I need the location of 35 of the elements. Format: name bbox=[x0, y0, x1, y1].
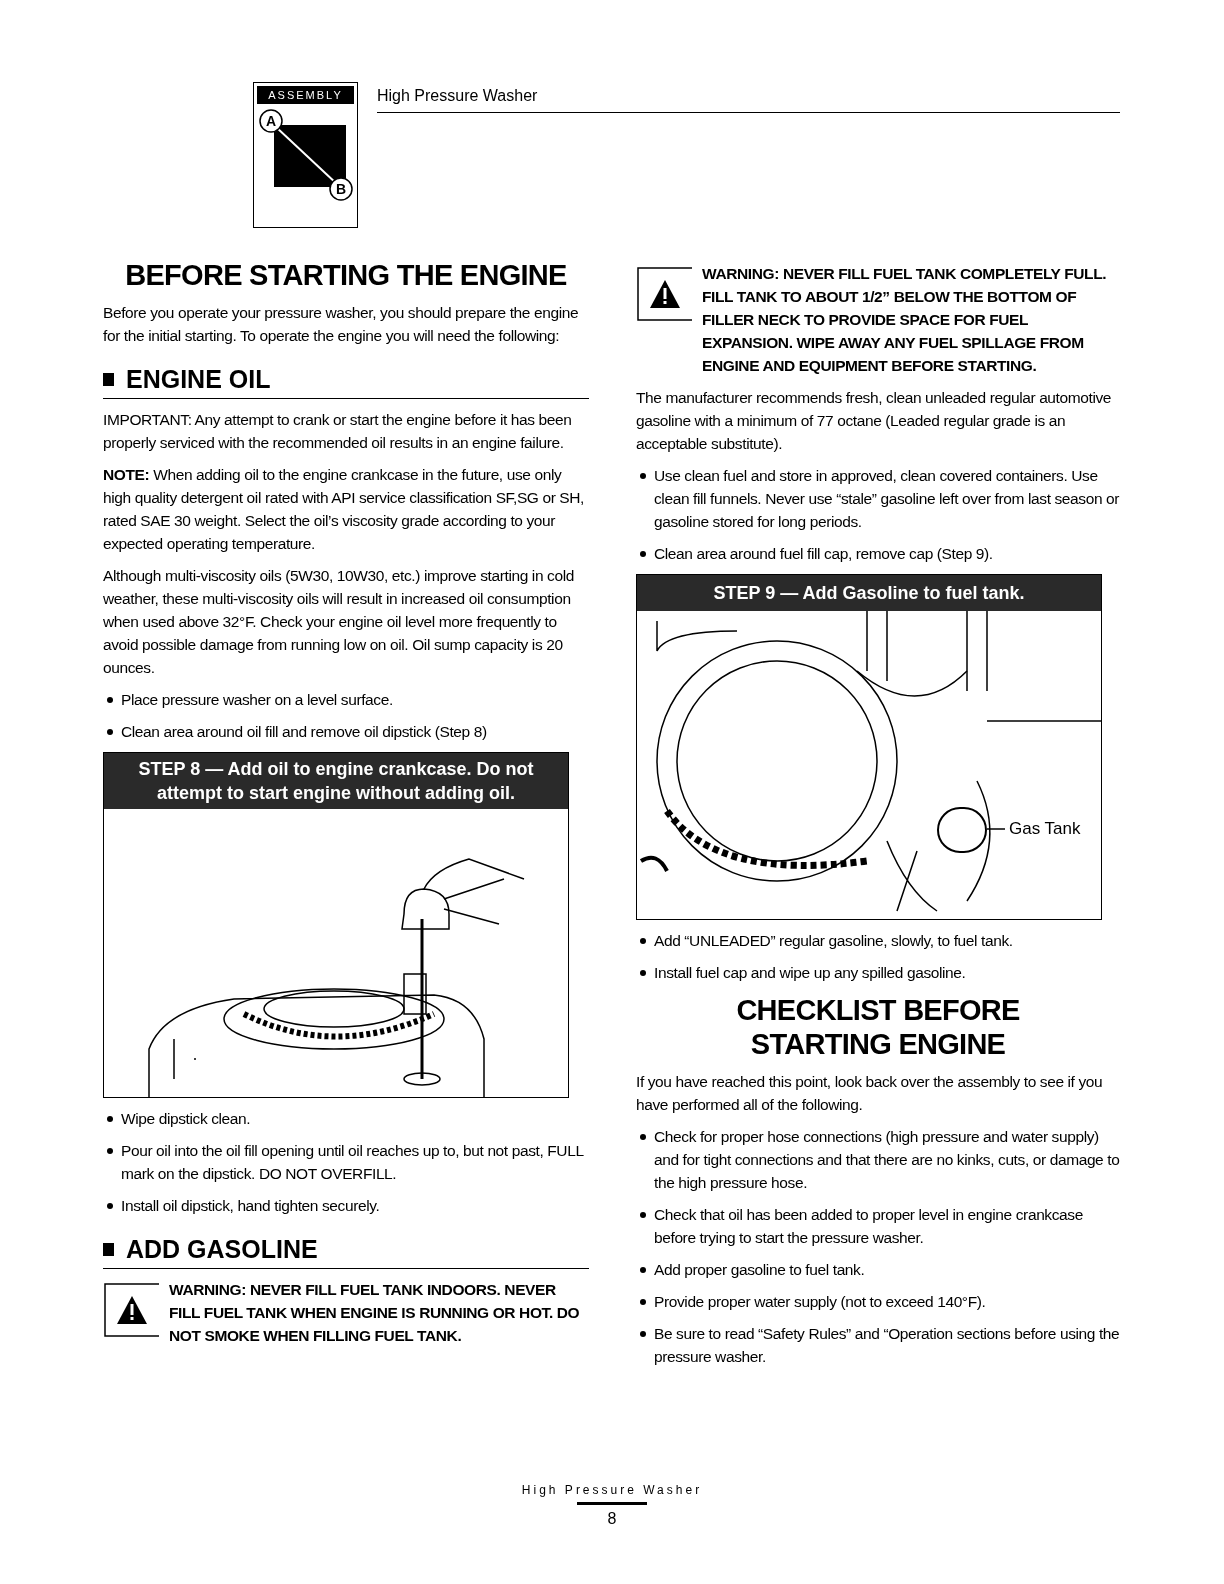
bullet-text: Install fuel cap and wipe up any spilled gasoline. bbox=[654, 963, 966, 983]
subsection-heading: ENGINE OIL bbox=[126, 364, 271, 394]
paragraph: Although multi-viscosity oils (5W30, 10W30, etc.) improve starting in cold weather, these multi-viscosity oils will result in increased oil consumption when used above 32°F. Check your engine oil level more frequently to avoid possible damage from running low on oil. Oil sump capacity is 20 ounces. bbox=[103, 566, 575, 678]
leader-line bbox=[986, 828, 1006, 830]
paragraph: The manufacturer recommends fresh, clean unleaded regular automotive gasoline with a minimum of 77 octane (Leaded regular grade is an acceptable substitute). bbox=[636, 388, 1113, 454]
paragraph: Before you operate your pressure washer, you should prepare the engine for the initial starting. To operate the engine you will need the following: bbox=[103, 303, 580, 346]
fuel-tank-cap bbox=[937, 807, 987, 853]
bullet-text: Pour oil into the oil fill opening until oil reaches up to, but not past, FULL mark on the dipstick. DO NOT OVERFILL. bbox=[121, 1141, 585, 1184]
page-footer: High Pressure Washer bbox=[521, 1482, 703, 1498]
warning-text: WARNING: NEVER FILL FUEL TANK INDOORS. NEVER FILL FUEL TANK WHEN ENGINE IS RUNNING OR HOT. DO NOT SMOKE WHEN FILLING FUEL TANK. bbox=[169, 1280, 581, 1346]
bullet-text: Provide proper water supply (not to exceed 140°F). bbox=[654, 1292, 986, 1312]
bullet-text: Add “UNLEADED” regular gasoline, slowly, to fuel tank. bbox=[654, 931, 1013, 951]
step-banner: STEP 8 — Add oil to engine crankcase. Do not attempt to start engine without adding oil. bbox=[104, 753, 568, 809]
bullet-text: Place pressure washer on a level surface. bbox=[121, 690, 393, 710]
section-heading: BEFORE STARTING THE ENGINE bbox=[124, 258, 568, 292]
paragraph: If you have reached this point, look back over the assembly to see if you have performed all of the following. bbox=[636, 1072, 1104, 1115]
assembly-icon: ASSEMBLY A B bbox=[253, 82, 358, 228]
bullet-text: Check for proper hose connections (high pressure and water supply) and for tight connections and that there are no kinks, cuts, or damage to the high pressure hose. bbox=[654, 1127, 1120, 1193]
bullet-text: Clean area around fuel fill cap, remove cap (Step 9). bbox=[654, 544, 993, 564]
warning-text: WARNING: NEVER FILL FUEL TANK COMPLETELY FULL. FILL TANK TO ABOUT 1/2” BELOW THE BOTTOM OF FILLER NECK TO PROVIDE SPACE FOR FUEL EXPANSION. WIPE AWAY ANY FUEL SPILLAGE FROM ENGINE AND EQUIPMENT BEFORE STARTING. bbox=[702, 264, 1108, 376]
bullet-text: Install oil dipstick, hand tighten securely. bbox=[121, 1196, 380, 1216]
paragraph: IMPORTANT: Any attempt to crank or start the engine before it has been properly serviced with the recommended oil results in an engine failure. bbox=[103, 410, 573, 453]
bullet-text: Use clean fuel and store in approved, clean covered containers. Use clean fill funnels. Never use “stale” gasoline left over from last season or gasoline stored for long periods. bbox=[654, 466, 1120, 532]
bullet-text: Wipe dipstick clean. bbox=[121, 1109, 251, 1129]
page-header: High Pressure Washer bbox=[377, 87, 538, 104]
page-number: 8 bbox=[607, 1509, 617, 1529]
paragraph: NOTE: When adding oil to the engine crankcase in the future, use only high quality detergent oil rated with API service classification SF,SG or SH, rated SAE 30 weight. Select the oil’s viscosity grade according to your expected operating temperature. bbox=[103, 465, 586, 554]
bullet-text: Be sure to read “Safety Rules” and “Operation sections before using the pressure washer. bbox=[654, 1324, 1120, 1367]
illustration-panel bbox=[103, 752, 569, 1098]
bullet-text: Add proper gasoline to fuel tank. bbox=[654, 1260, 865, 1280]
bullet-text: Check that oil has been added to proper level in engine crankcase before trying to start the pressure washer. bbox=[654, 1205, 1084, 1248]
section-heading: CHECKLIST BEFORE STARTING ENGINE bbox=[735, 993, 1021, 1061]
subsection-heading: ADD GASOLINE bbox=[126, 1234, 318, 1264]
step-banner: STEP 9 — Add Gasoline to fuel tank. bbox=[637, 575, 1101, 611]
bullet-text: Clean area around oil fill and remove oil dipstick (Step 8) bbox=[121, 722, 487, 742]
